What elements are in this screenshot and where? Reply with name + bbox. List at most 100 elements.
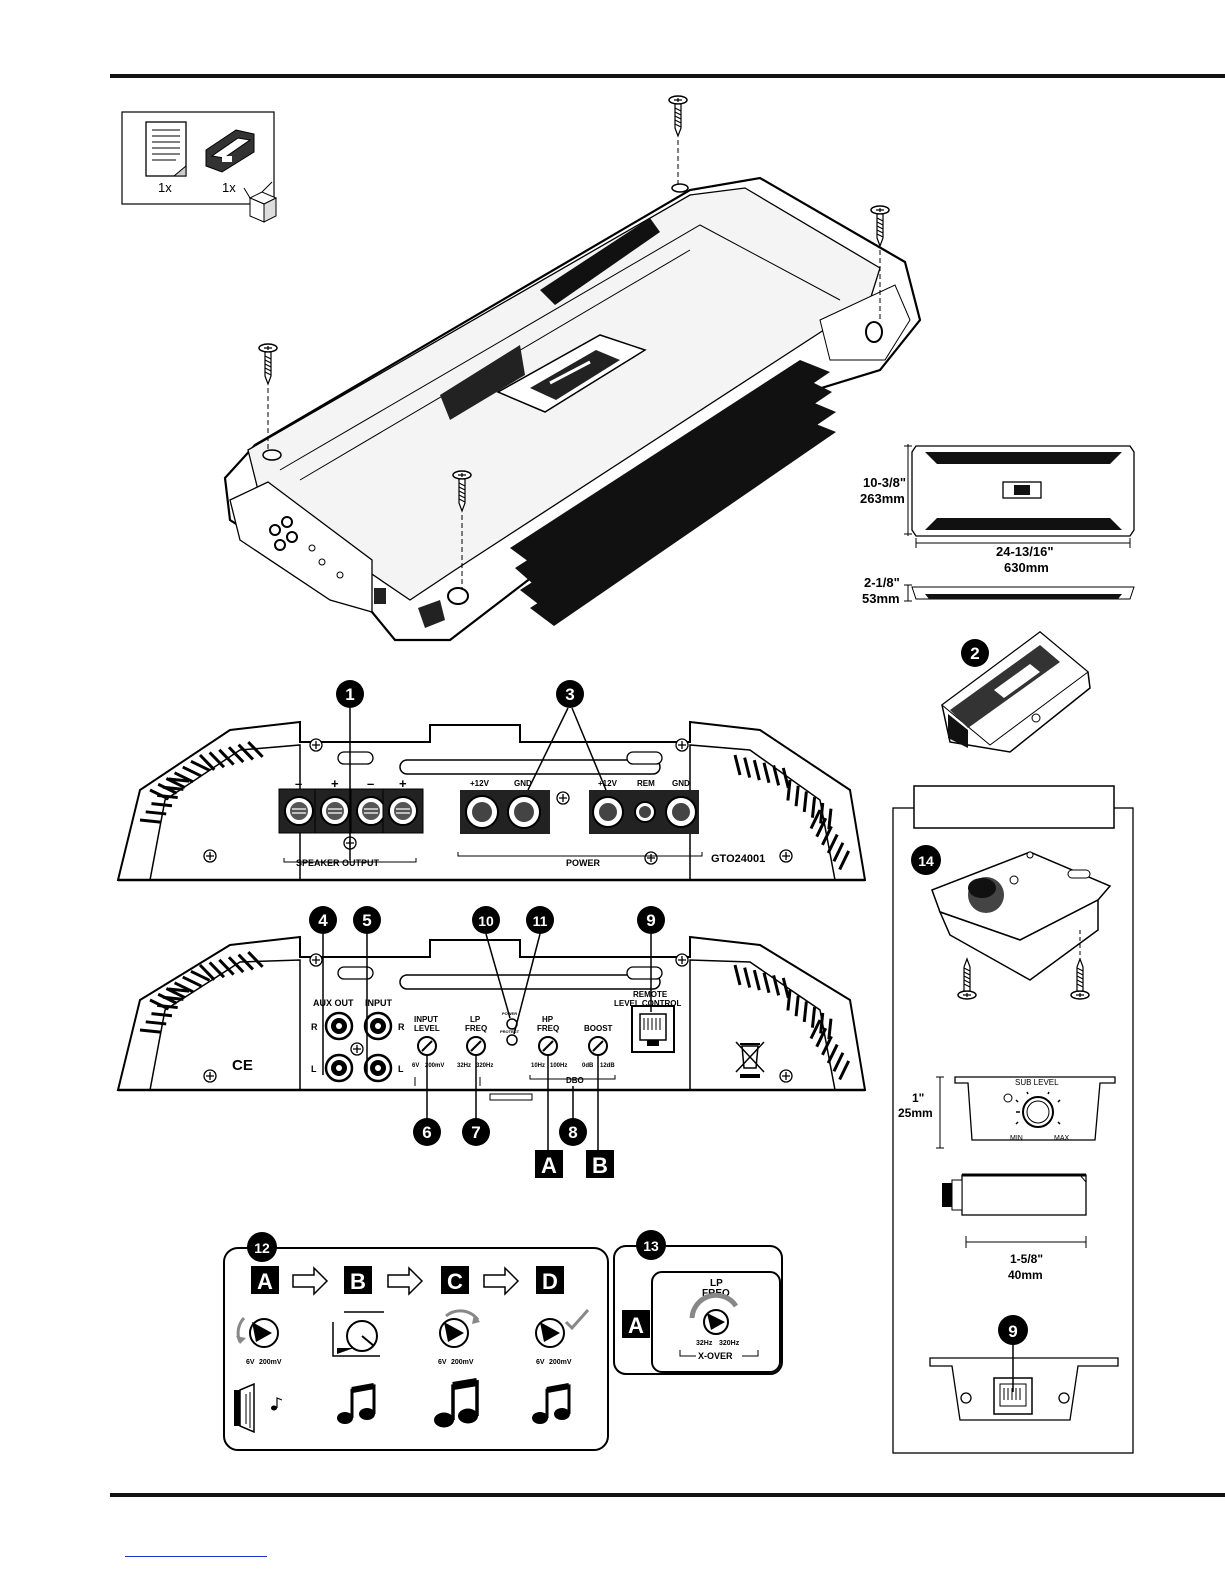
speaker-sign-1: – [295, 776, 302, 791]
step-d-range-max: 200mV [549, 1359, 572, 1366]
kit-contents-box: 1x 1x [121, 111, 278, 223]
sub-level-label: SUB LEVEL [1015, 1078, 1059, 1087]
remote-install-panel: 14 9 [892, 785, 1134, 1454]
dimension-drawing [904, 444, 1135, 602]
power-label: POWER [566, 858, 601, 868]
dim-length-in: 24-13/16" [996, 544, 1053, 559]
ce-mark: CE [232, 1057, 253, 1074]
callout-badge-4: 4 [309, 906, 337, 1075]
remote-qty: 1x [222, 180, 236, 195]
input-r-label: R [398, 1022, 405, 1032]
callout-badge-3: 3 [527, 680, 607, 791]
svg-text:7: 7 [471, 1123, 480, 1142]
remote-module-illustration [941, 631, 1091, 753]
hp-range-max: 100Hz [550, 1063, 567, 1069]
lp-freq-line1: LP [470, 1015, 481, 1024]
hp-freq-line1: HP [542, 1015, 554, 1024]
input-level-line2: LEVEL [414, 1024, 440, 1033]
callout-badge-8: 8 [559, 1086, 587, 1146]
callout-letter-a: A [535, 1056, 563, 1178]
svg-text:A: A [541, 1153, 557, 1178]
dbo-label: DBO [566, 1076, 584, 1085]
svg-text:14: 14 [918, 853, 934, 869]
music-note-icon [271, 1397, 283, 1411]
svg-text:2: 2 [970, 644, 979, 663]
step13-range-max: 320Hz [719, 1340, 740, 1347]
weee-bin-icon [735, 1041, 765, 1078]
top-rule [110, 74, 1225, 78]
protect-led-label: PROTECT [500, 1029, 520, 1034]
music-note-icon [434, 1378, 479, 1428]
step13-letter-a: A [628, 1313, 644, 1338]
rj45-port-icon [631, 1005, 675, 1053]
svg-text:5: 5 [362, 911, 371, 930]
box-icon [243, 181, 278, 223]
gain-setup-steps: 12 A B C D 6V 200mV 6V 200mV 6V 200mV [223, 1232, 609, 1451]
step13-xover: X-OVER [698, 1351, 733, 1361]
step-b-letter: B [350, 1269, 366, 1294]
aux-out-label: AUX OUT [313, 998, 354, 1008]
dim-length-mm: 630mm [1004, 560, 1049, 575]
lp-range-max: 320Hz [476, 1063, 493, 1069]
model-label: GTO24001 [711, 853, 765, 865]
callout-badge-10: 10 [472, 906, 511, 1019]
speaker-sign-2: + [331, 776, 339, 791]
svg-text:4: 4 [318, 911, 328, 930]
amplifier-isometric [223, 176, 922, 642]
power-led-label: POWER [502, 1011, 517, 1016]
remote-label-line2: LEVEL CONTROL [614, 999, 682, 1008]
callout-badge-2: 2 [961, 639, 989, 667]
manual-icon [145, 121, 187, 177]
callout-letter-b: B [586, 1056, 614, 1178]
speaker-sign-3: – [367, 776, 374, 791]
music-note-icon [532, 1383, 571, 1424]
svg-text:6: 6 [422, 1123, 431, 1142]
jbl-logo-icon [496, 334, 647, 413]
speaker-output-label: SPEAKER OUTPUT [296, 858, 380, 868]
callout-badge-6: 6 [413, 1056, 441, 1146]
step-a-range-max: 200mV [259, 1359, 282, 1366]
aux-l-label: L [311, 1064, 317, 1074]
lp-freq-line2: FREQ [465, 1024, 487, 1033]
svg-text:8: 8 [568, 1123, 577, 1142]
svg-text:10: 10 [478, 913, 494, 929]
footer-link-underline[interactable] [125, 1556, 267, 1557]
lp-range-min: 32Hz [457, 1063, 471, 1069]
sub-min-label: MIN [1010, 1135, 1023, 1142]
crossover-setup: 13 A LP FREQ 32Hz 320Hz X-OVER [613, 1230, 783, 1375]
svg-text:12: 12 [254, 1240, 270, 1256]
bottom-rule [110, 1493, 1225, 1497]
amplifier-rear-panel [116, 935, 867, 1101]
sub-max-label: MAX [1054, 1135, 1070, 1142]
boost-range-min: 0dB [582, 1063, 594, 1069]
hp-range-min: 10Hz [531, 1063, 545, 1069]
dim-depth-in: 2-1/8" [864, 575, 900, 590]
step-c-letter: C [447, 1269, 463, 1294]
manual-qty: 1x [158, 180, 172, 195]
step-a-letter: A [257, 1269, 273, 1294]
boost-label: BOOST [584, 1024, 613, 1033]
boost-range-max: 12dB [600, 1063, 615, 1069]
dim-height-in: 10-3/8" [863, 475, 906, 490]
power-label-gnd: GND [514, 779, 532, 788]
svg-text:9: 9 [646, 911, 655, 930]
aux-r-label: R [311, 1022, 318, 1032]
dim-depth-mm: 53mm [862, 591, 900, 606]
music-note-icon [337, 1383, 376, 1424]
step-c-range-min: 6V [438, 1359, 447, 1366]
step-a-range-min: 6V [246, 1359, 255, 1366]
hp-freq-line2: FREQ [537, 1024, 559, 1033]
step-c-range-max: 200mV [451, 1359, 474, 1366]
svg-text:1: 1 [345, 685, 354, 704]
input-l-label: L [398, 1064, 404, 1074]
callout-badge-1: 1 [336, 680, 364, 860]
dim-height-mm: 263mm [860, 491, 905, 506]
callout-badge-7: 7 [462, 1056, 490, 1146]
remote-height-in: 1" [912, 1091, 924, 1105]
input-range-min: 6V [412, 1063, 419, 1069]
mount-screw-icon [258, 95, 890, 590]
power-label-gnd-2: GND [672, 779, 690, 788]
svg-text:3: 3 [565, 685, 574, 704]
callout-badge-11: 11 [513, 906, 554, 1035]
